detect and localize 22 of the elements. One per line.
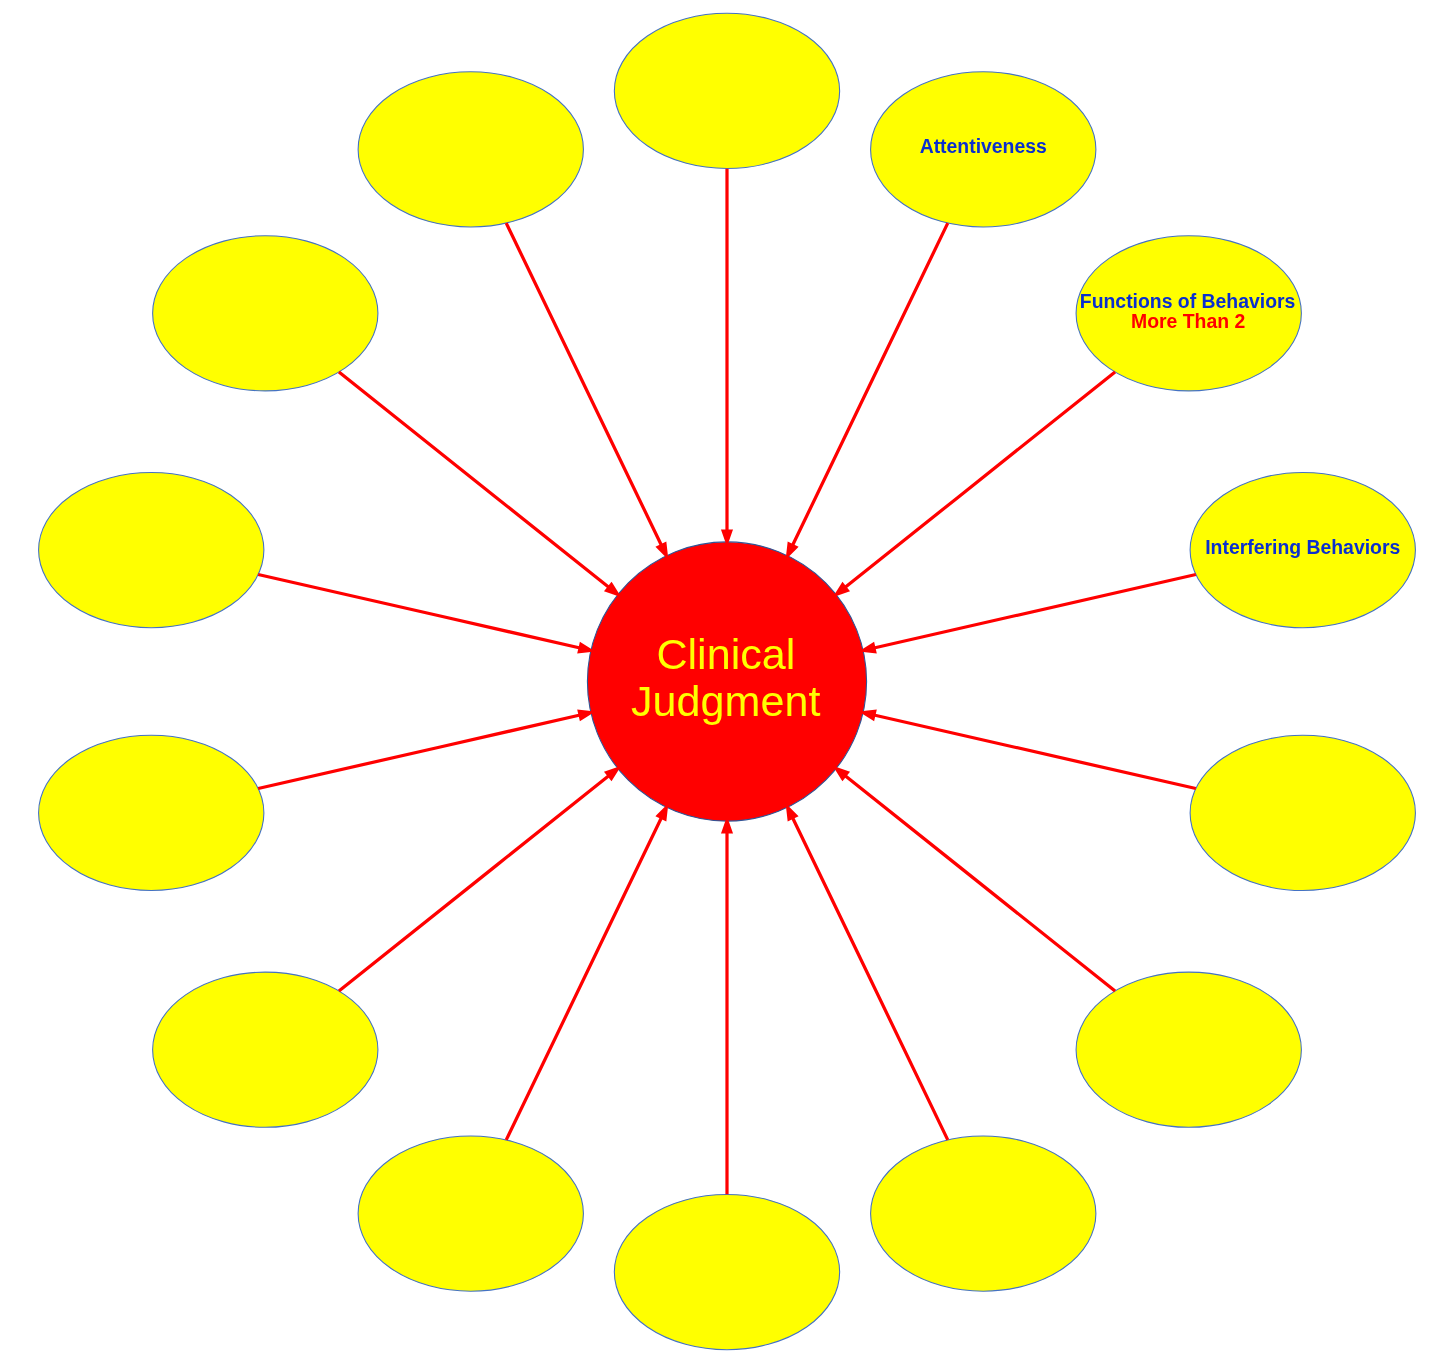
- node-ellipse: Attentiveness: [869, 70, 1096, 228]
- node-ellipse: [1075, 971, 1302, 1128]
- node-ellipse: Interfering Behaviors: [1189, 471, 1416, 628]
- node-ellipse: [869, 1134, 1096, 1292]
- node-ellipse: [151, 971, 378, 1128]
- arrow: [504, 221, 668, 560]
- arrow: [785, 221, 949, 560]
- arrow: [832, 765, 1116, 992]
- node-ellipse: [151, 234, 378, 391]
- arrow: [337, 370, 621, 597]
- node-ellipse: [37, 734, 264, 891]
- node-ellipse: Functions of Behaviors More Than 2: [1075, 234, 1302, 391]
- node-ellipse: [357, 70, 584, 228]
- node-ellipse: [613, 12, 840, 169]
- node-ellipse: [37, 471, 264, 628]
- arrow: [257, 708, 595, 790]
- node-ellipse: [357, 1134, 584, 1292]
- arrow: [337, 765, 621, 992]
- arrow: [832, 370, 1116, 597]
- node-ellipse: [1189, 734, 1416, 891]
- node-ellipse: [613, 1193, 840, 1350]
- arrow: [257, 572, 595, 654]
